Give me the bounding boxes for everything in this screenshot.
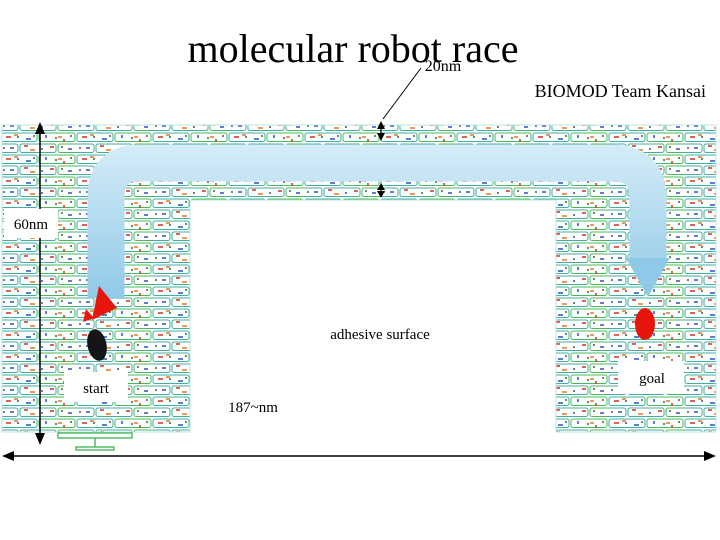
race-track-arrow [87, 144, 667, 298]
height-label-box [4, 209, 58, 238]
wall-height-label: 60nm [14, 217, 49, 233]
track-thickness-arrow-top [377, 121, 385, 141]
team-name: BIOMOD Team Kansai [535, 81, 706, 101]
dna-wall-structure [1, 124, 717, 433]
adhesive-surface-label: adhesive surface [330, 327, 430, 343]
track-width-label: 20nm [425, 58, 462, 75]
race-track-arrowhead [626, 258, 670, 297]
molecular-robot [87, 329, 107, 361]
slide-title: molecular robot race [188, 26, 519, 71]
track-thickness-arrow-bottom [377, 183, 385, 198]
height-dimension-arrow [35, 122, 45, 445]
total-width-label: 187~nm [228, 400, 278, 416]
start-label-box [64, 372, 128, 402]
start-flag [83, 286, 117, 322]
goal-label: goal [639, 371, 665, 387]
stand-structure [57, 432, 133, 451]
start-label: start [83, 381, 110, 397]
width-dimension-arrow [2, 451, 716, 461]
goal-marker [635, 308, 655, 340]
leader-line [382, 67, 422, 120]
goal-label-box [618, 361, 684, 394]
